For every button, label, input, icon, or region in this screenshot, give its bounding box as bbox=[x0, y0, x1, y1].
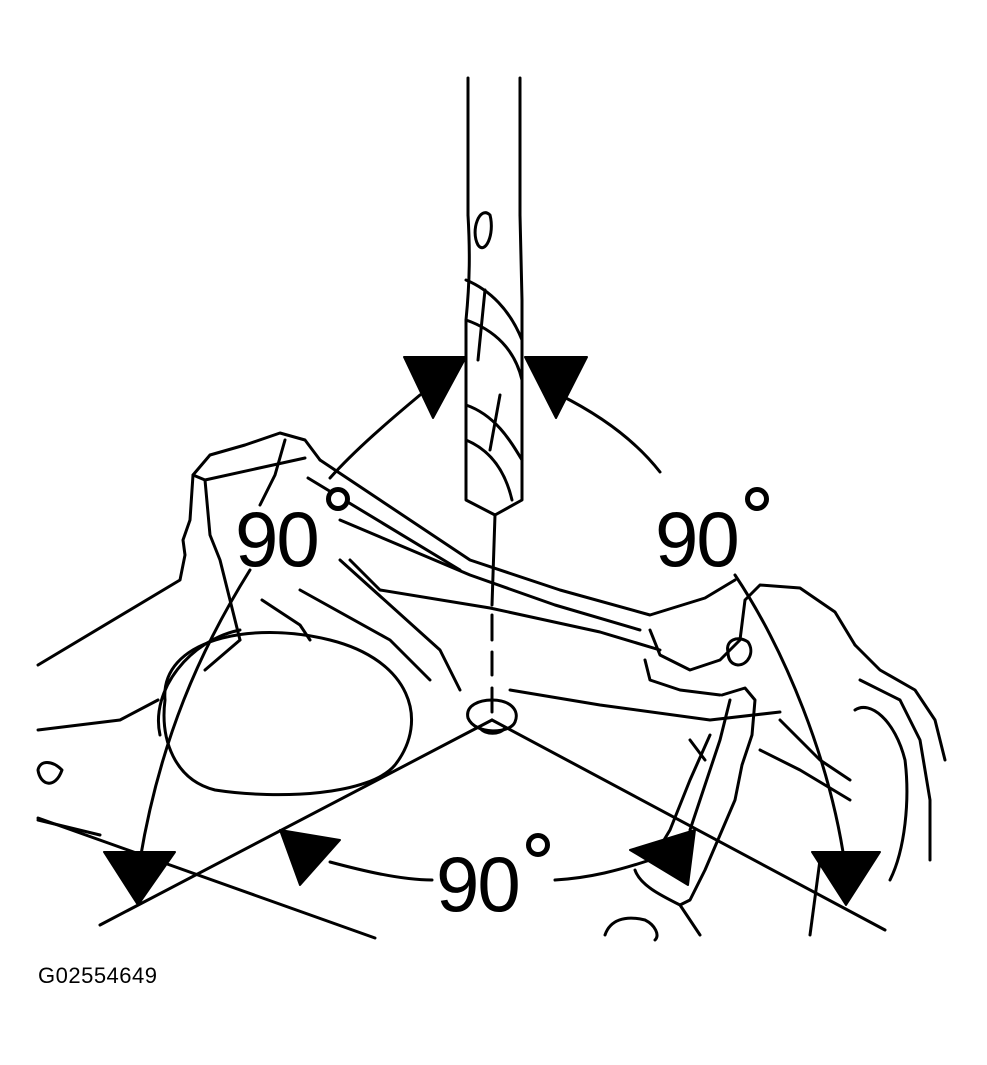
angle-value-bottom: 90 bbox=[436, 840, 521, 928]
angle-label-right: 90 bbox=[655, 500, 740, 578]
angle-arcs bbox=[138, 393, 847, 882]
degree-symbol-icon bbox=[745, 487, 769, 511]
angle-label-bottom: 90 bbox=[436, 845, 521, 923]
arrowhead-icon bbox=[103, 851, 176, 906]
angle-value-right: 90 bbox=[655, 495, 740, 583]
arrowhead-icon bbox=[524, 356, 588, 419]
arrowhead-icon bbox=[811, 851, 881, 906]
angle-value-left: 90 bbox=[235, 495, 320, 583]
drill-bit-icon bbox=[464, 76, 524, 714]
reference-axes bbox=[98, 718, 887, 932]
degree-symbol-icon bbox=[526, 833, 550, 857]
figure-id: G02554649 bbox=[38, 963, 158, 988]
arrowhead-icon bbox=[403, 356, 467, 419]
arrowhead-icon bbox=[279, 829, 341, 886]
arrowhead-icon bbox=[629, 829, 696, 886]
degree-symbol-icon bbox=[326, 487, 350, 511]
angle-label-left: 90 bbox=[235, 500, 320, 578]
